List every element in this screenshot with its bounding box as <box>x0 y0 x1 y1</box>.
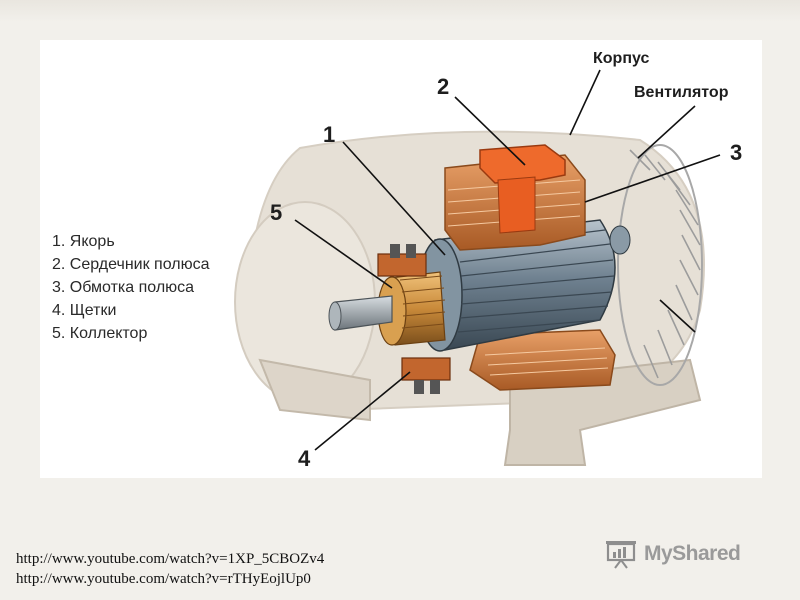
video-link-1[interactable]: http://www.youtube.com/watch?v=1XP_5CBOZ… <box>16 551 325 567</box>
video-link-2[interactable]: http://www.youtube.com/watch?v=rTHyEojlU… <box>16 571 311 587</box>
leader-lines <box>294 69 721 451</box>
callout-1: 1 <box>323 122 336 147</box>
shaft <box>328 295 393 331</box>
slide-panel: 1 2 3 4 5 Корпус Вентилятор <box>40 40 762 478</box>
callout-4: 4 <box>298 446 311 471</box>
callout-3: 3 <box>730 140 743 165</box>
callout-fan: Вентилятор <box>634 84 729 101</box>
legend-item: 4. Щетки <box>52 302 117 319</box>
callout-5: 5 <box>270 200 283 225</box>
top-band <box>0 0 800 22</box>
bottom-pole-winding <box>469 329 616 391</box>
presentation-board-icon <box>606 541 636 569</box>
brand-name: MyShared <box>644 542 741 565</box>
fan <box>617 144 703 386</box>
legend: 1. Якорь 2. Сердечник полюса 3. Обмотка … <box>52 230 209 345</box>
footer-links: http://www.youtube.com/watch?v=1XP_5CBOZ… <box>16 549 324 589</box>
callout-housing: Корпус <box>593 50 650 67</box>
callout-2: 2 <box>437 74 450 99</box>
brand-logo[interactable]: MyShared <box>604 536 774 572</box>
brushes <box>377 244 451 394</box>
motor-diagram <box>234 69 721 466</box>
top-pole <box>444 144 586 251</box>
legend-item: 2. Сердечник полюса <box>52 256 210 273</box>
legend-item: 3. Обмотка полюса <box>52 279 195 296</box>
legend-item: 1. Якорь <box>52 233 115 250</box>
legend-item: 5. Коллектор <box>52 325 148 342</box>
